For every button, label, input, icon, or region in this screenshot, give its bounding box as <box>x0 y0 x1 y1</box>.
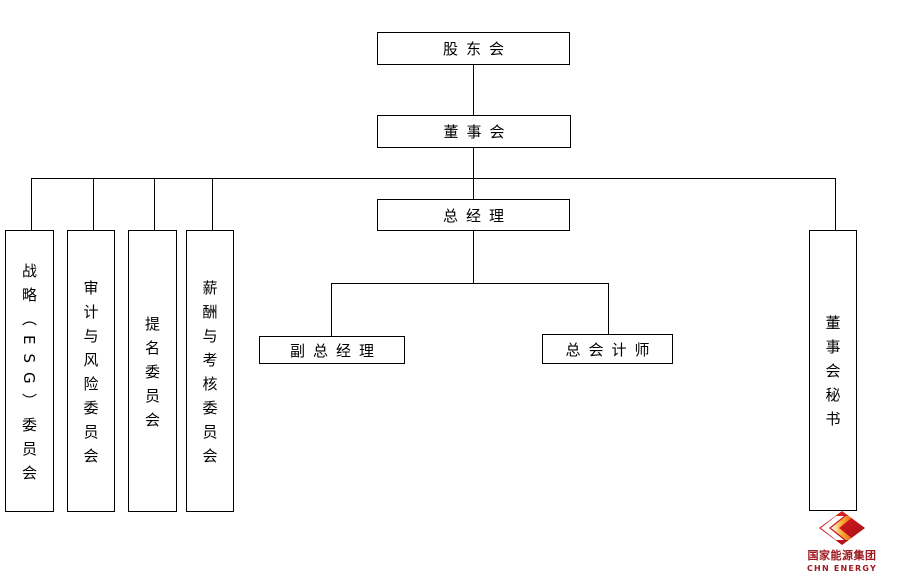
node-general-manager-label: 总经理 <box>442 206 512 225</box>
node-board-of-directors-label: 董事会 <box>443 123 513 141</box>
node-general-manager: 总经理 <box>377 199 570 231</box>
node-board-of-directors: 董事会 <box>377 115 571 148</box>
node-board-secretary: 董事会秘书 <box>809 230 857 511</box>
node-remuneration-assessment-committee: 薪酬与考核委员会 <box>186 230 234 512</box>
connector-general-manager-branch <box>473 231 474 283</box>
node-deputy-general-manager: 副总经理 <box>259 336 405 364</box>
node-strategy-esg-committee-label: 战略（ESG）委员会 <box>20 262 38 489</box>
node-strategy-esg-committee: 战略（ESG）委员会 <box>5 230 54 512</box>
node-shareholders: 股东会 <box>377 32 570 65</box>
connector-drop-strategy-esg <box>31 178 32 231</box>
connector-branch-rail <box>331 283 609 284</box>
node-remuneration-assessment-committee-label: 薪酬与考核委员会 <box>200 279 219 472</box>
connector-drop-deputy-general-manager <box>331 283 332 336</box>
company-name-en: CHN ENERGY <box>806 564 877 573</box>
connector-shareholders-board <box>473 65 474 115</box>
connector-board-general-manager <box>473 148 474 199</box>
node-chief-accountant: 总会计师 <box>542 334 673 364</box>
node-deputy-general-manager-label: 副总经理 <box>289 341 382 360</box>
node-chief-accountant-label: 总会计师 <box>565 340 658 359</box>
connector-drop-remuneration <box>212 178 213 231</box>
node-audit-risk-committee: 审计与风险委员会 <box>67 230 115 512</box>
chn-energy-logo-icon <box>819 511 865 545</box>
connector-drop-board-secretary <box>835 178 836 231</box>
node-nomination-committee: 提名委员会 <box>128 230 177 512</box>
node-board-secretary-label: 董事会秘书 <box>823 315 842 435</box>
node-shareholders-label: 股东会 <box>442 40 512 58</box>
connector-drop-audit-risk <box>93 178 94 231</box>
connector-board-main-rail <box>31 178 836 179</box>
connector-drop-nomination <box>154 178 155 231</box>
node-nomination-committee-label: 提名委员会 <box>143 315 161 436</box>
company-logo: 国家能源集团 CHN ENERGY <box>799 511 885 573</box>
connector-drop-chief-accountant <box>608 283 609 334</box>
node-audit-risk-committee-label: 审计与风险委员会 <box>81 279 100 472</box>
company-name-cn: 国家能源集团 <box>807 549 877 562</box>
